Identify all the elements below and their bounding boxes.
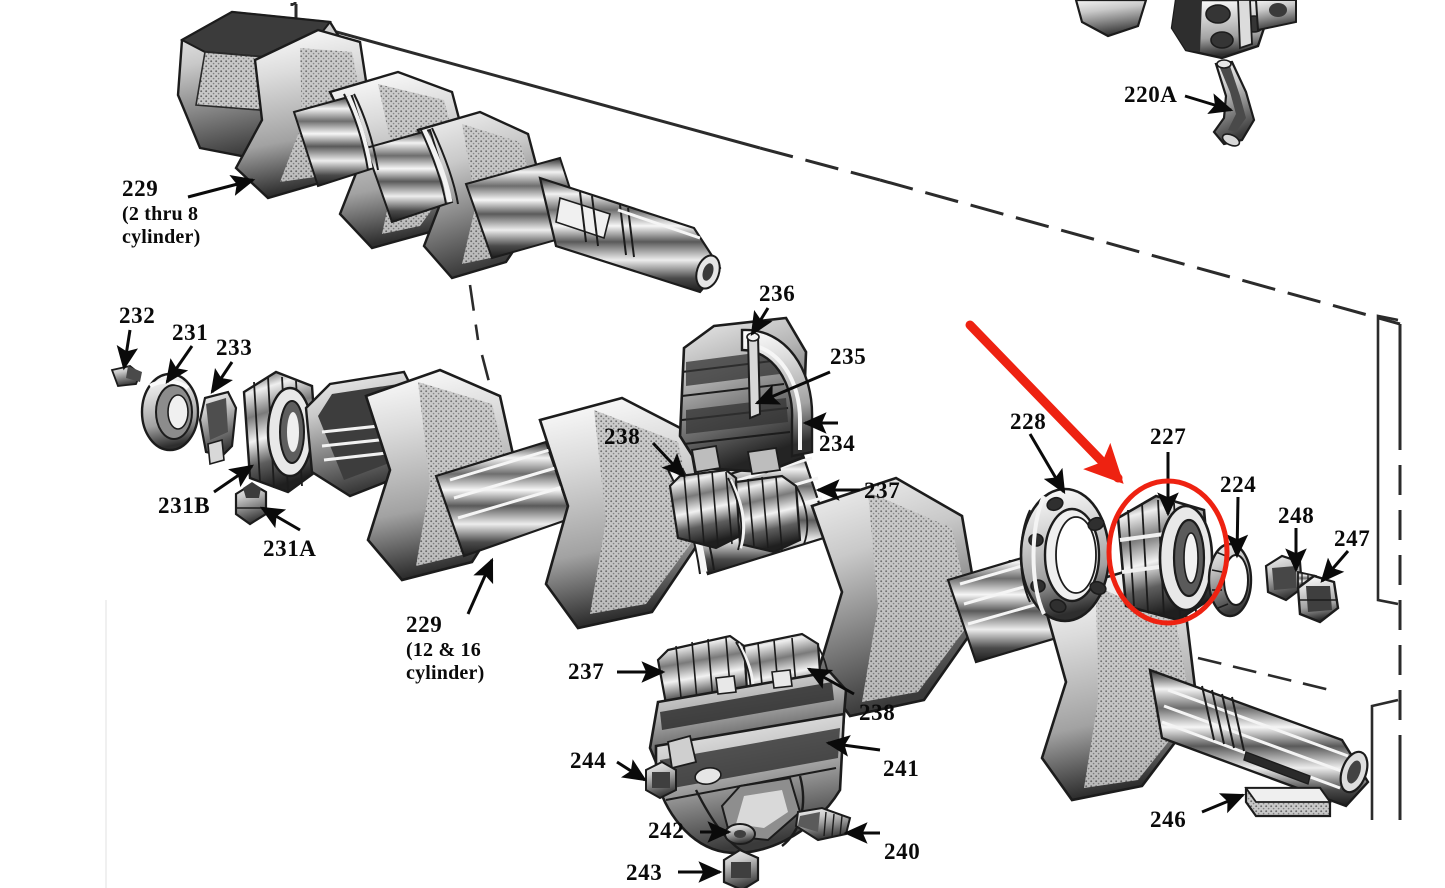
leader-238-up: [651, 441, 686, 478]
part-233-bearing-lock-segment: [198, 390, 238, 466]
callout-220A: 220A: [1124, 82, 1178, 107]
callout-229-12and16: 229 (12 & 16 cylinder): [406, 612, 484, 685]
part-236-main-bearing-cap: [678, 316, 814, 476]
leader-224: [1226, 496, 1249, 559]
callout-233: 233: [216, 335, 253, 360]
callout-234: 234: [819, 431, 856, 456]
leader-220A: [1184, 93, 1234, 115]
part-227-tapered-roller-bearing: [1116, 494, 1214, 622]
leader-228: [1028, 433, 1066, 495]
callout-232: 232: [119, 303, 156, 328]
leader-241: [825, 735, 881, 757]
callout-236: 236: [759, 281, 796, 306]
callout-sub-229-bottom-2: cylinder): [406, 661, 485, 684]
callout-242: 242: [648, 818, 685, 843]
callout-244: 244: [570, 748, 607, 773]
leader-246: [1201, 793, 1246, 814]
callout-237-upper: 237: [864, 478, 901, 503]
part-240-cap-screw: [794, 806, 852, 842]
callout-235: 235: [830, 344, 867, 369]
red-annotation-layer: [965, 320, 1230, 626]
leader-236: [750, 307, 773, 337]
callout-227: 227: [1150, 424, 1187, 449]
callout-246: 246: [1150, 807, 1187, 832]
part-238-237-upper-bearing-shells: [668, 468, 809, 554]
leader-231: [165, 345, 194, 384]
callout-243: 243: [626, 860, 663, 885]
leader-232: [116, 329, 139, 371]
callout-237-lower: 237: [568, 659, 605, 684]
callout-228: 228: [1010, 409, 1047, 434]
part-244-lock-nut: [645, 760, 677, 800]
callout-247: 247: [1334, 526, 1371, 551]
part-243-hex-nut: [722, 848, 760, 888]
callout-248: 248: [1278, 503, 1315, 528]
callout-leader-arrows: [116, 93, 1350, 883]
callout-sub-229-bottom-1: (12 & 16: [406, 638, 481, 661]
part-228-bearing-carrier-flange: [1019, 487, 1111, 623]
leader-231B: [213, 464, 254, 494]
part-247-hex-nut: [1296, 574, 1340, 624]
part-231B-roller-bearing: [242, 370, 320, 494]
leader-231A: [259, 506, 301, 532]
callout-229-2thru8: 229 (2 thru 8 cylinder): [122, 176, 200, 249]
callout-241: 241: [883, 756, 920, 781]
part-242-lock-washer: [724, 823, 756, 845]
callout-label-229-top: 229: [122, 176, 159, 201]
crankshaft-2-thru-8-cylinder: [176, 10, 722, 294]
leader-229-top: [187, 175, 256, 199]
callout-231A: 231A: [263, 536, 317, 561]
callout-224: 224: [1220, 472, 1257, 497]
part-224-bearing-lock-nut: [1207, 542, 1253, 618]
red-highlight-arrow: [965, 320, 1124, 484]
leader-233: [210, 361, 234, 394]
leader-244: [616, 759, 648, 782]
leader-238-lo: [806, 667, 855, 696]
callout-sub-229-top-1: (2 thru 8: [122, 202, 199, 225]
leader-247: [1320, 550, 1350, 583]
callout-238-lower: 238: [859, 700, 896, 725]
part-246-shaft-key: [1244, 786, 1332, 818]
leader-235: [754, 370, 831, 405]
callout-label-229-bottom: 229: [406, 612, 443, 637]
callout-238-upper: 238: [604, 424, 641, 449]
flywheel-flange-parts: [1074, 0, 1297, 60]
callout-240: 240: [884, 839, 921, 864]
callout-231B: 231B: [158, 493, 211, 518]
callout-231: 231: [172, 320, 209, 345]
leader-229-bot: [466, 557, 494, 615]
callout-sub-229-top-2: cylinder): [122, 225, 201, 248]
part-231-bearing-retainer: [140, 372, 200, 452]
red-highlight-ellipse: [1106, 478, 1230, 626]
